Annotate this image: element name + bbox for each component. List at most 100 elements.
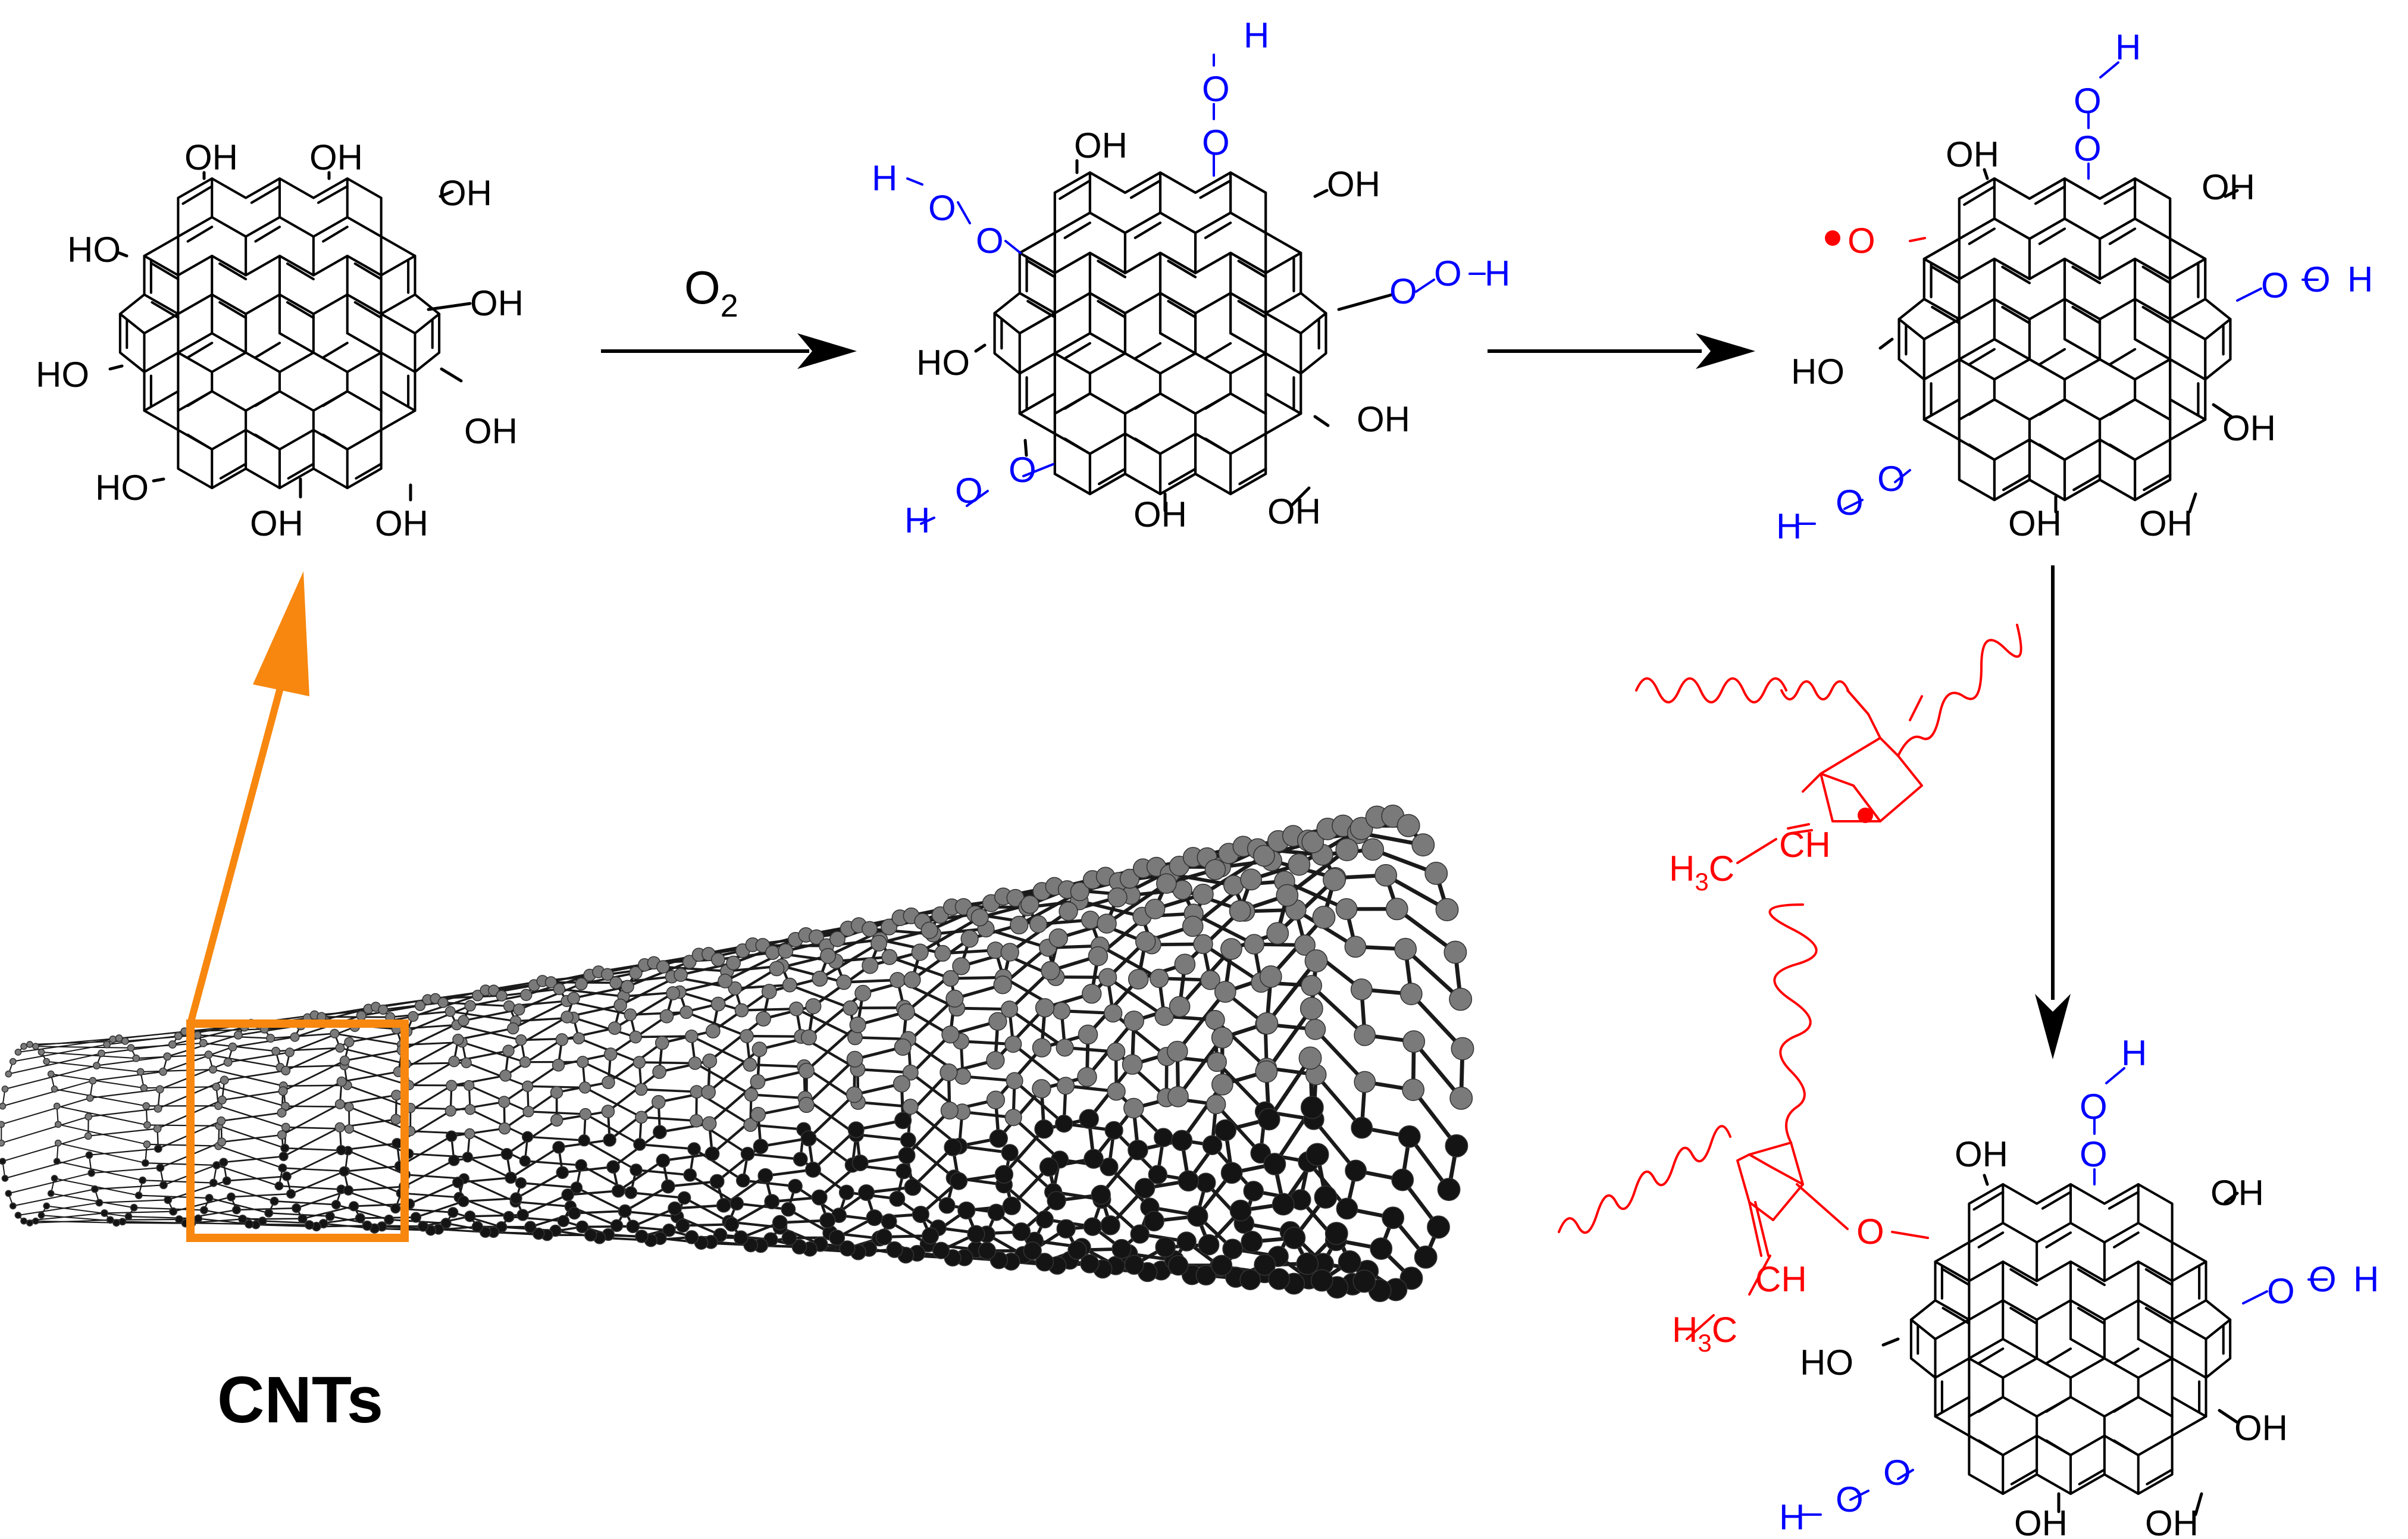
cnt-atom	[601, 1105, 615, 1118]
cnt-atom	[1178, 1170, 1200, 1192]
cnt-atom	[753, 1138, 769, 1155]
cnt-atom	[1263, 1153, 1286, 1175]
cnt-bond	[29, 1219, 111, 1224]
cnt-atom	[624, 1186, 638, 1199]
cnt-atom	[836, 974, 852, 990]
cnt-bond	[674, 1204, 724, 1210]
cnt-atom	[519, 1056, 531, 1068]
cnt-atom	[1186, 1205, 1208, 1227]
o-label: O	[2261, 265, 2289, 305]
cnt-atom	[1104, 1121, 1123, 1140]
cnt-atom	[934, 944, 951, 962]
cnt-atom	[278, 1163, 287, 1173]
cnt-bond	[450, 1100, 505, 1112]
cnt-atom	[1081, 911, 1100, 930]
cnt-atom	[503, 1000, 515, 1012]
cnt-atom	[1134, 1178, 1156, 1199]
cnt-bond	[227, 1175, 287, 1182]
cnt-atom	[1449, 1086, 1473, 1110]
cnt-atom	[1156, 873, 1177, 894]
cnt-atom	[1220, 938, 1242, 960]
cnt-atom	[14, 1049, 22, 1056]
cnt-atom	[904, 1178, 922, 1196]
cnt-bond	[950, 975, 1004, 980]
cnt-atom	[278, 1152, 289, 1162]
cnt-atom	[464, 1000, 476, 1012]
cnt-atom	[829, 931, 846, 947]
cnt-bond	[624, 1185, 669, 1212]
cnt-atom	[1244, 934, 1265, 955]
cnt-bond	[1009, 1008, 1066, 1049]
cnt-atom	[1098, 968, 1117, 987]
cnt-atom	[26, 1041, 33, 1048]
o-label: O	[2074, 81, 2102, 121]
cnt-atom	[156, 1163, 165, 1172]
cnt-bond	[527, 1136, 584, 1141]
cnt-atom	[219, 1158, 228, 1167]
cnt-atom	[134, 1191, 143, 1199]
cnt-atom	[881, 949, 898, 965]
cnt-atom	[20, 1043, 27, 1050]
cnt-bond	[12, 1044, 107, 1062]
cnt-atom	[271, 1046, 281, 1056]
cnt-bond	[18, 1202, 99, 1216]
cnt-atom	[5, 1190, 12, 1197]
cnt-bond	[1, 1097, 90, 1125]
cnt-bond	[685, 1011, 747, 1037]
oh-label: OH	[1133, 495, 1187, 534]
cnt-bond	[12, 1188, 95, 1207]
cnt-bond	[347, 1150, 406, 1176]
cnt-atom	[941, 1025, 960, 1044]
cnt-atom	[578, 1134, 590, 1147]
cnt-atom	[1336, 1197, 1358, 1220]
cnt-bond	[1012, 1043, 1067, 1087]
cnt-atom	[765, 945, 780, 960]
cnt-atom	[1398, 1125, 1421, 1148]
cnt-bond	[707, 1048, 760, 1093]
cnt-atom	[572, 1032, 585, 1044]
cnt-atom	[168, 1040, 177, 1049]
cnt-atom	[480, 1226, 491, 1238]
cnt-bond	[641, 1116, 697, 1122]
cnt-bond	[227, 1051, 290, 1063]
cnt-bond	[142, 1180, 214, 1184]
cnt-bond	[614, 992, 674, 1030]
o2-label: O2	[684, 261, 738, 324]
cnt-atom	[1059, 902, 1078, 921]
cnt-bond	[827, 925, 890, 958]
cnt-atom	[702, 1116, 717, 1131]
cnt-atom	[344, 1102, 354, 1112]
oh-label: OH	[470, 283, 524, 323]
cnt-atom	[1229, 1199, 1252, 1222]
cnt-bond	[906, 1109, 951, 1157]
cnt-atom	[522, 1106, 534, 1118]
ho-label: HO	[95, 468, 149, 508]
cnt-atom	[278, 1086, 288, 1096]
cnt-atom	[630, 1163, 643, 1177]
cnt-bond	[1404, 947, 1462, 1001]
cnt-bond	[452, 1211, 502, 1228]
cnt-atom	[390, 1113, 402, 1125]
cnt-bond	[435, 994, 502, 1000]
cnt-atom	[724, 1216, 740, 1232]
cnt-atom	[334, 1099, 345, 1109]
cnt-bond	[618, 1159, 664, 1192]
cnt-atom	[577, 1056, 589, 1068]
cnt-bond	[410, 1130, 470, 1135]
cnt-atom	[1020, 895, 1039, 914]
cnt-atom	[579, 1108, 592, 1121]
cnt-atom	[143, 1121, 151, 1129]
cnts-label: CNTs	[217, 1363, 383, 1437]
cnt-atom	[875, 1228, 893, 1246]
cnt-bond	[347, 1084, 411, 1109]
oh-label: OH	[375, 503, 428, 543]
cnt-atom	[829, 1230, 846, 1246]
cnt-atom	[136, 1068, 145, 1076]
cnt-atom	[452, 1177, 464, 1188]
cnt-atom	[635, 1230, 649, 1243]
cnt-atom	[9, 1058, 17, 1065]
cnt-atom	[85, 1151, 93, 1159]
cnt-atom	[281, 1171, 292, 1181]
cnt-atom	[889, 1190, 906, 1207]
cnt-bond	[203, 1042, 276, 1052]
